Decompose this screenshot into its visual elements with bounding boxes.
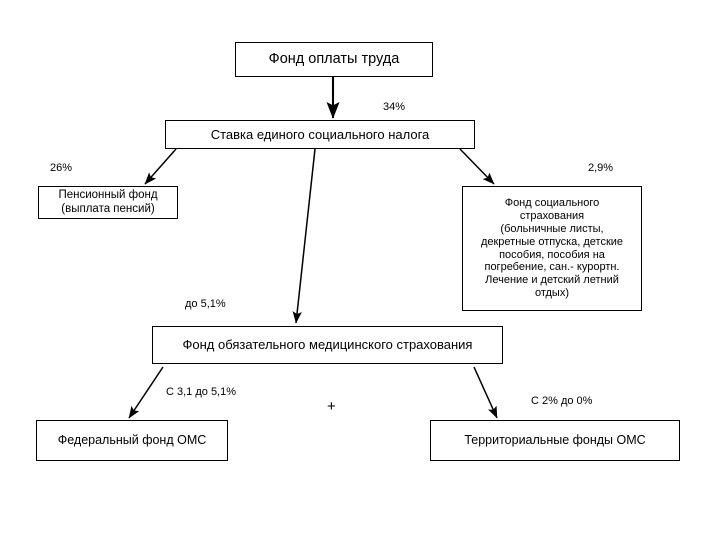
edge-label-payroll-to-ust: 34% bbox=[383, 101, 406, 113]
node-territorial-oms-funds: Территориальные фонды ОМС bbox=[430, 420, 680, 461]
node-payroll-fund: Фонд оплаты труда bbox=[235, 42, 433, 77]
node-unified-social-tax-rate: Ставка единого социального налога bbox=[165, 120, 475, 149]
node-pension-fund: Пенсионный фонд (выплата пенсий) bbox=[38, 186, 178, 219]
edge-label-ust-to-social-insurance: 2,9% bbox=[588, 162, 614, 174]
edge-oms-to-territorial bbox=[473, 366, 498, 419]
node-compulsory-medical-insurance-fund: Фонд обязательного медицинского страхова… bbox=[152, 326, 503, 364]
plus-connector-symbol: + bbox=[327, 398, 336, 415]
edge-label-ust-to-pension: 26% bbox=[50, 162, 73, 174]
edge-label-oms-to-federal: С 3,1 до 5,1% bbox=[166, 386, 237, 398]
edge-ust-to-social-insurance bbox=[459, 148, 495, 185]
edge-label-ust-to-oms: до 5,1% bbox=[185, 298, 226, 310]
edge-label-oms-to-territorial: С 2% до 0% bbox=[531, 395, 593, 407]
node-social-insurance-fund: Фонд социального страхования (больничные… bbox=[462, 186, 642, 311]
node-federal-oms-fund: Федеральный фонд ОМС bbox=[36, 420, 228, 461]
edge-ust-to-pension bbox=[144, 148, 177, 185]
edge-ust-to-oms bbox=[292, 148, 316, 324]
edge-oms-to-federal bbox=[128, 366, 164, 419]
